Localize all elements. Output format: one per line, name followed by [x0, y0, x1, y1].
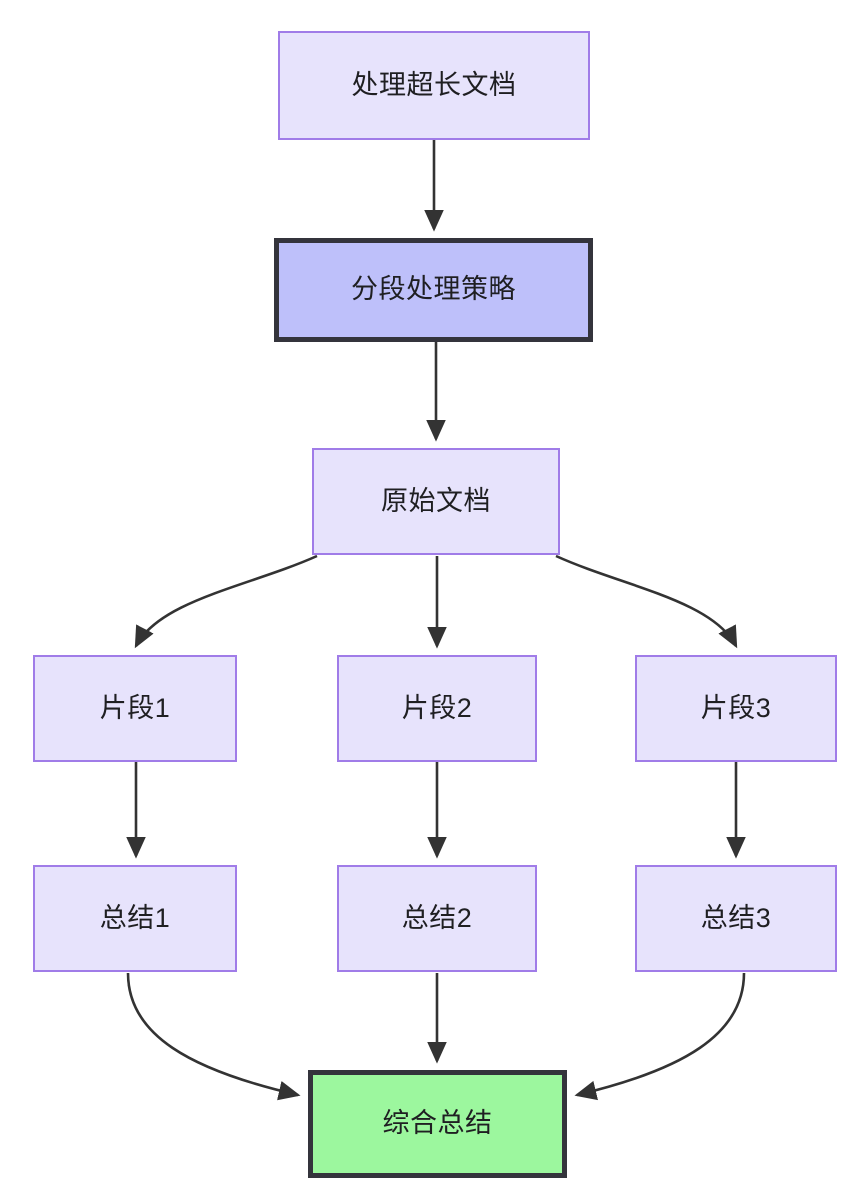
node-chunk-2-label: 片段2	[401, 692, 473, 723]
node-chunk-2[interactable]: 片段2	[337, 655, 537, 762]
node-chunk-1-label: 片段1	[99, 692, 171, 723]
node-source-document[interactable]: 原始文档	[312, 448, 560, 555]
node-summary-1[interactable]: 总结1	[33, 865, 237, 972]
node-summary-2-label: 总结2	[401, 902, 473, 933]
edge-sum1-to-final	[126, 972, 301, 1101]
node-final-summary[interactable]: 综合总结	[308, 1070, 567, 1178]
node-chunk-3-label: 片段3	[700, 692, 772, 723]
node-strategy[interactable]: 分段处理策略	[274, 238, 593, 342]
edge-source-to-chunk1	[134, 554, 318, 649]
edge-source-to-chunk3	[555, 554, 738, 649]
node-summary-3[interactable]: 总结3	[635, 865, 837, 972]
node-summary-3-label: 总结3	[700, 902, 772, 933]
node-start-label: 处理超长文档	[351, 69, 517, 100]
node-chunk-3[interactable]: 片段3	[635, 655, 837, 762]
node-start[interactable]: 处理超长文档	[278, 31, 590, 140]
node-chunk-1[interactable]: 片段1	[33, 655, 237, 762]
node-summary-2[interactable]: 总结2	[337, 865, 537, 972]
edge-sum3-to-final	[574, 972, 746, 1101]
node-summary-1-label: 总结1	[99, 902, 171, 933]
node-source-document-label: 原始文档	[381, 485, 491, 516]
node-strategy-label: 分段处理策略	[351, 274, 516, 305]
node-final-summary-label: 综合总结	[382, 1108, 493, 1139]
